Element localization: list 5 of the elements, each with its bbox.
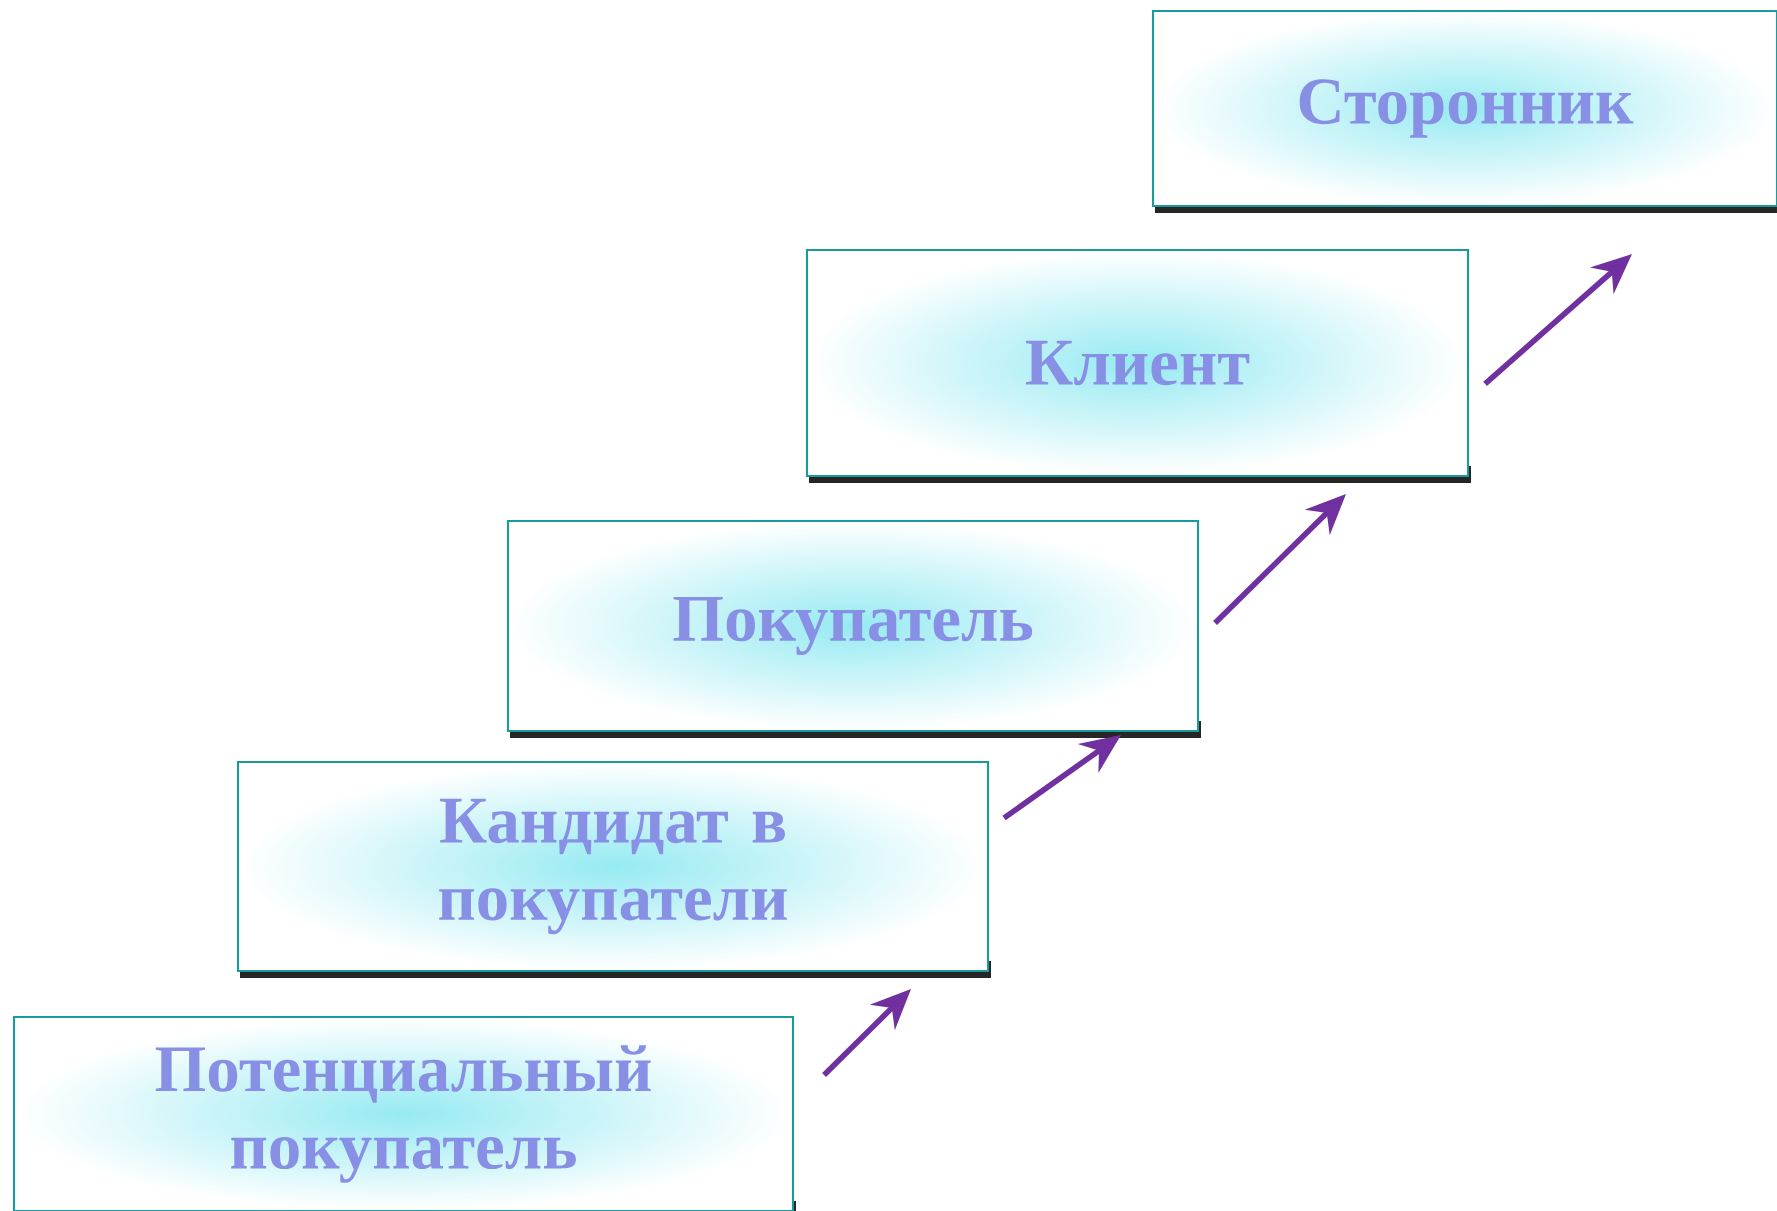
stair-box: Клиент [805, 248, 1471, 483]
stair-box: Кандидат в покупатели [236, 760, 991, 978]
stair-box: Сторонник [1151, 9, 1777, 213]
stair-box: Потенциальный покупатель [12, 1015, 796, 1211]
stair-box: Покупатель [506, 519, 1201, 738]
